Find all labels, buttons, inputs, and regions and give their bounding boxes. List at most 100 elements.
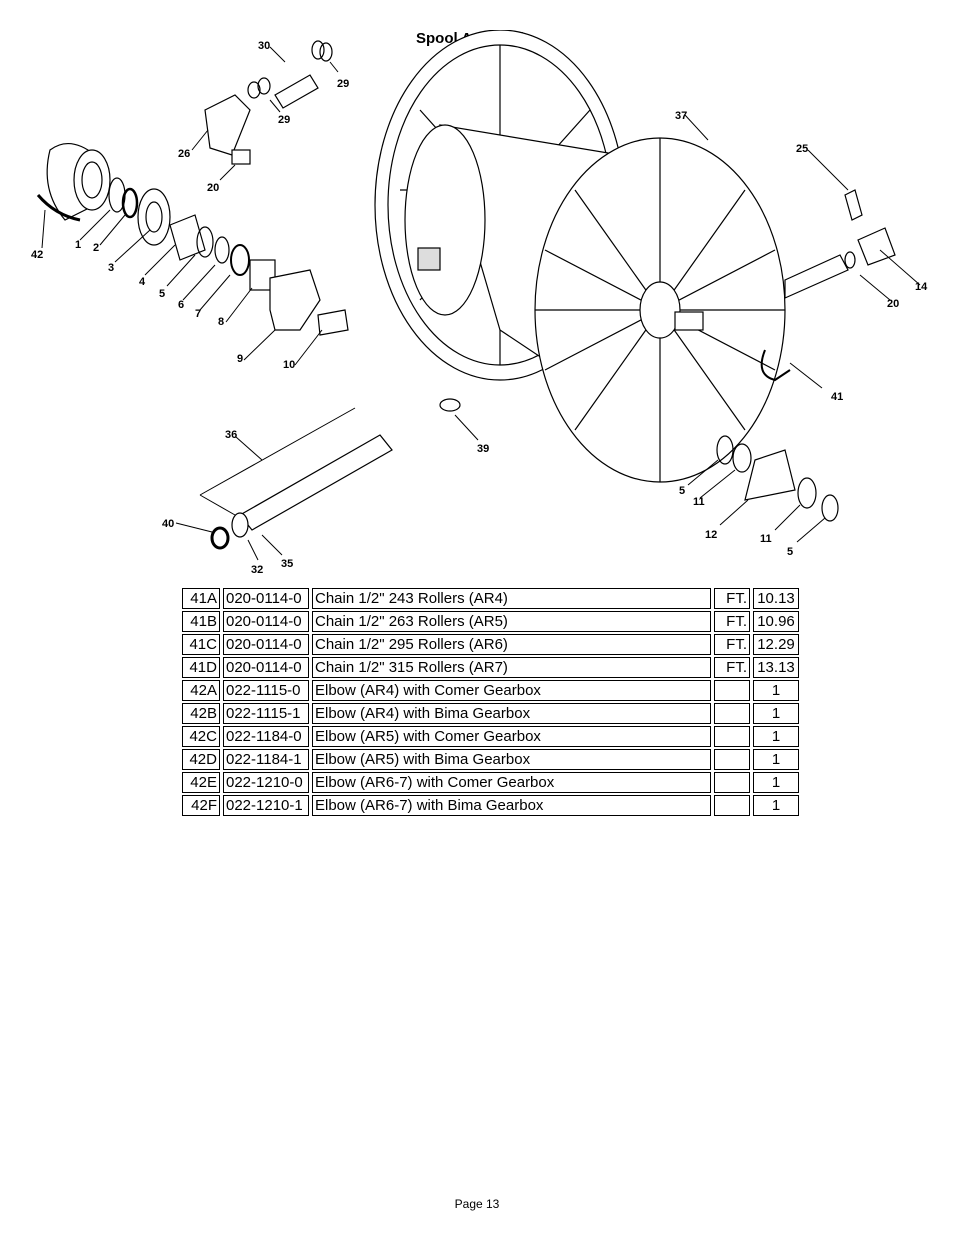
table-row: 42B 022-1115-1 Elbow (AR4) with Bima Gea…: [182, 703, 799, 724]
table-row: 42A 022-1115-0 Elbow (AR4) with Comer Ge…: [182, 680, 799, 701]
callout-label: 30: [258, 40, 270, 52]
part-number: 020-0114-0: [223, 634, 309, 655]
part-number: 022-1210-1: [223, 795, 309, 816]
spool-front-flange: [534, 137, 786, 483]
callout-label: 9: [237, 353, 243, 365]
part-number: 020-0114-0: [223, 588, 309, 609]
table-row: 41B 020-0114-0 Chain 1/2" 263 Rollers (A…: [182, 611, 799, 632]
part-id: 42F: [182, 795, 220, 816]
part-qty: 1: [753, 680, 799, 701]
elbow-and-flanges: [36, 143, 349, 336]
part-unit: FT.: [714, 611, 750, 632]
part-number: 022-1210-0: [223, 772, 309, 793]
part-qty: 1: [753, 703, 799, 724]
callout-label: 2: [93, 242, 99, 254]
callout-label: 11: [760, 533, 772, 545]
part-id: 42E: [182, 772, 220, 793]
callout-label: 36: [225, 429, 237, 441]
callout-label: 29: [337, 78, 349, 90]
leader-lines: [41, 46, 921, 561]
callout-label: 41: [831, 391, 843, 403]
callout-label: 20: [207, 182, 219, 194]
part-description: Elbow (AR6-7) with Bima Gearbox: [312, 795, 711, 816]
right-bearing: [716, 435, 839, 522]
part-number: 022-1184-1: [223, 749, 309, 770]
callout-label: 11: [693, 496, 705, 508]
part-description: Elbow (AR4) with Comer Gearbox: [312, 680, 711, 701]
callout-label: 5: [679, 485, 685, 497]
part-number: 020-0114-0: [223, 611, 309, 632]
callout-label: 32: [251, 564, 263, 576]
clamp: [439, 398, 461, 412]
part-qty: 1: [753, 726, 799, 747]
part-qty: 10.13: [753, 588, 799, 609]
part-qty: 12.29: [753, 634, 799, 655]
part-unit: [714, 726, 750, 747]
callout-label: 8: [218, 316, 224, 328]
part-number: 022-1184-0: [223, 726, 309, 747]
part-unit: [714, 680, 750, 701]
callout-label: 4: [139, 276, 146, 288]
part-unit: FT.: [714, 634, 750, 655]
part-id: 41A: [182, 588, 220, 609]
part-description: Elbow (AR5) with Bima Gearbox: [312, 749, 711, 770]
callout-label: 35: [281, 558, 293, 570]
parts-table: 41A 020-0114-0 Chain 1/2" 243 Rollers (A…: [179, 586, 802, 818]
part-id: 42C: [182, 726, 220, 747]
part-number: 022-1115-0: [223, 680, 309, 701]
callout-label: 5: [159, 288, 165, 300]
callout-label: 29: [278, 114, 290, 126]
part-description: Elbow (AR4) with Bima Gearbox: [312, 703, 711, 724]
part-description: Chain 1/2" 263 Rollers (AR5): [312, 611, 711, 632]
part-qty: 13.13: [753, 657, 799, 678]
callout-label: 12: [705, 529, 717, 541]
callout-label: 40: [162, 518, 174, 530]
table-row: 41D 020-0114-0 Chain 1/2" 315 Rollers (A…: [182, 657, 799, 678]
part-number: 020-0114-0: [223, 657, 309, 678]
part-unit: [714, 795, 750, 816]
callout-label: 39: [477, 443, 489, 455]
part-id: 41D: [182, 657, 220, 678]
part-description: Elbow (AR5) with Comer Gearbox: [312, 726, 711, 747]
hose: [210, 434, 393, 550]
part-unit: FT.: [714, 657, 750, 678]
part-id: 42B: [182, 703, 220, 724]
callout-label: 7: [195, 308, 201, 320]
part-id: 42D: [182, 749, 220, 770]
callout-label: 37: [675, 110, 687, 122]
table-row: 42F 022-1210-1 Elbow (AR6-7) with Bima G…: [182, 795, 799, 816]
part-id: 42A: [182, 680, 220, 701]
part-description: Chain 1/2" 243 Rollers (AR4): [312, 588, 711, 609]
part-description: Elbow (AR6-7) with Comer Gearbox: [312, 772, 711, 793]
callout-label: 5: [787, 546, 793, 558]
callout-label: 3: [108, 262, 114, 274]
part-unit: [714, 772, 750, 793]
callout-label: 1: [75, 239, 81, 251]
callout-label: 14: [915, 281, 928, 293]
callout-label: 10: [283, 359, 295, 371]
part-unit: [714, 749, 750, 770]
parts-25-14: [844, 189, 896, 266]
part-unit: FT.: [714, 588, 750, 609]
part-id: 41B: [182, 611, 220, 632]
callout-label: 42: [31, 249, 43, 261]
table-row: 42C 022-1184-0 Elbow (AR5) with Comer Ge…: [182, 726, 799, 747]
part-qty: 10.96: [753, 611, 799, 632]
callout-label: 26: [178, 148, 190, 160]
axle: [784, 251, 856, 299]
chain: [760, 349, 791, 382]
callout-label: 20: [887, 298, 899, 310]
part-unit: [714, 703, 750, 724]
part-description: Chain 1/2" 295 Rollers (AR6): [312, 634, 711, 655]
table-row: 41C 020-0114-0 Chain 1/2" 295 Rollers (A…: [182, 634, 799, 655]
page-number: Page 13: [454, 1197, 500, 1211]
part-description: Chain 1/2" 315 Rollers (AR7): [312, 657, 711, 678]
spool-assembly-diagram: 30 29 29 26 20 42 1 2 3 4 5 6 7 8 9 10 3…: [31, 30, 928, 576]
part-qty: 1: [753, 749, 799, 770]
callout-labels: 30 29 29 26 20 42 1 2 3 4 5 6 7 8 9 10 3…: [31, 40, 928, 576]
table-row: 41A 020-0114-0 Chain 1/2" 243 Rollers (A…: [182, 588, 799, 609]
part-qty: 1: [753, 795, 799, 816]
table-row: 42D 022-1184-1 Elbow (AR5) with Bima Gea…: [182, 749, 799, 770]
table-row: 42E 022-1210-0 Elbow (AR6-7) with Comer …: [182, 772, 799, 793]
part-number: 022-1115-1: [223, 703, 309, 724]
